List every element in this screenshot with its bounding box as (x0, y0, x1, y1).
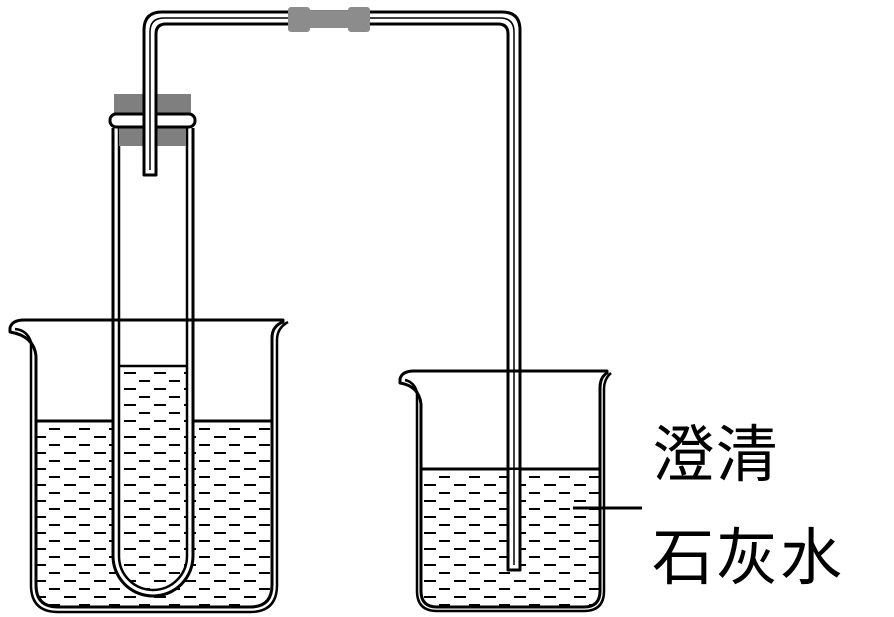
left-beaker (8, 318, 289, 614)
limewater-label-line-1: 澄清 (652, 418, 781, 491)
right-beaker (398, 369, 612, 613)
limewater-label-line-2: 石灰水 (652, 521, 845, 594)
rubber-connector (288, 7, 370, 32)
test-tube (111, 120, 195, 598)
right-beaker-liquid (421, 467, 600, 607)
